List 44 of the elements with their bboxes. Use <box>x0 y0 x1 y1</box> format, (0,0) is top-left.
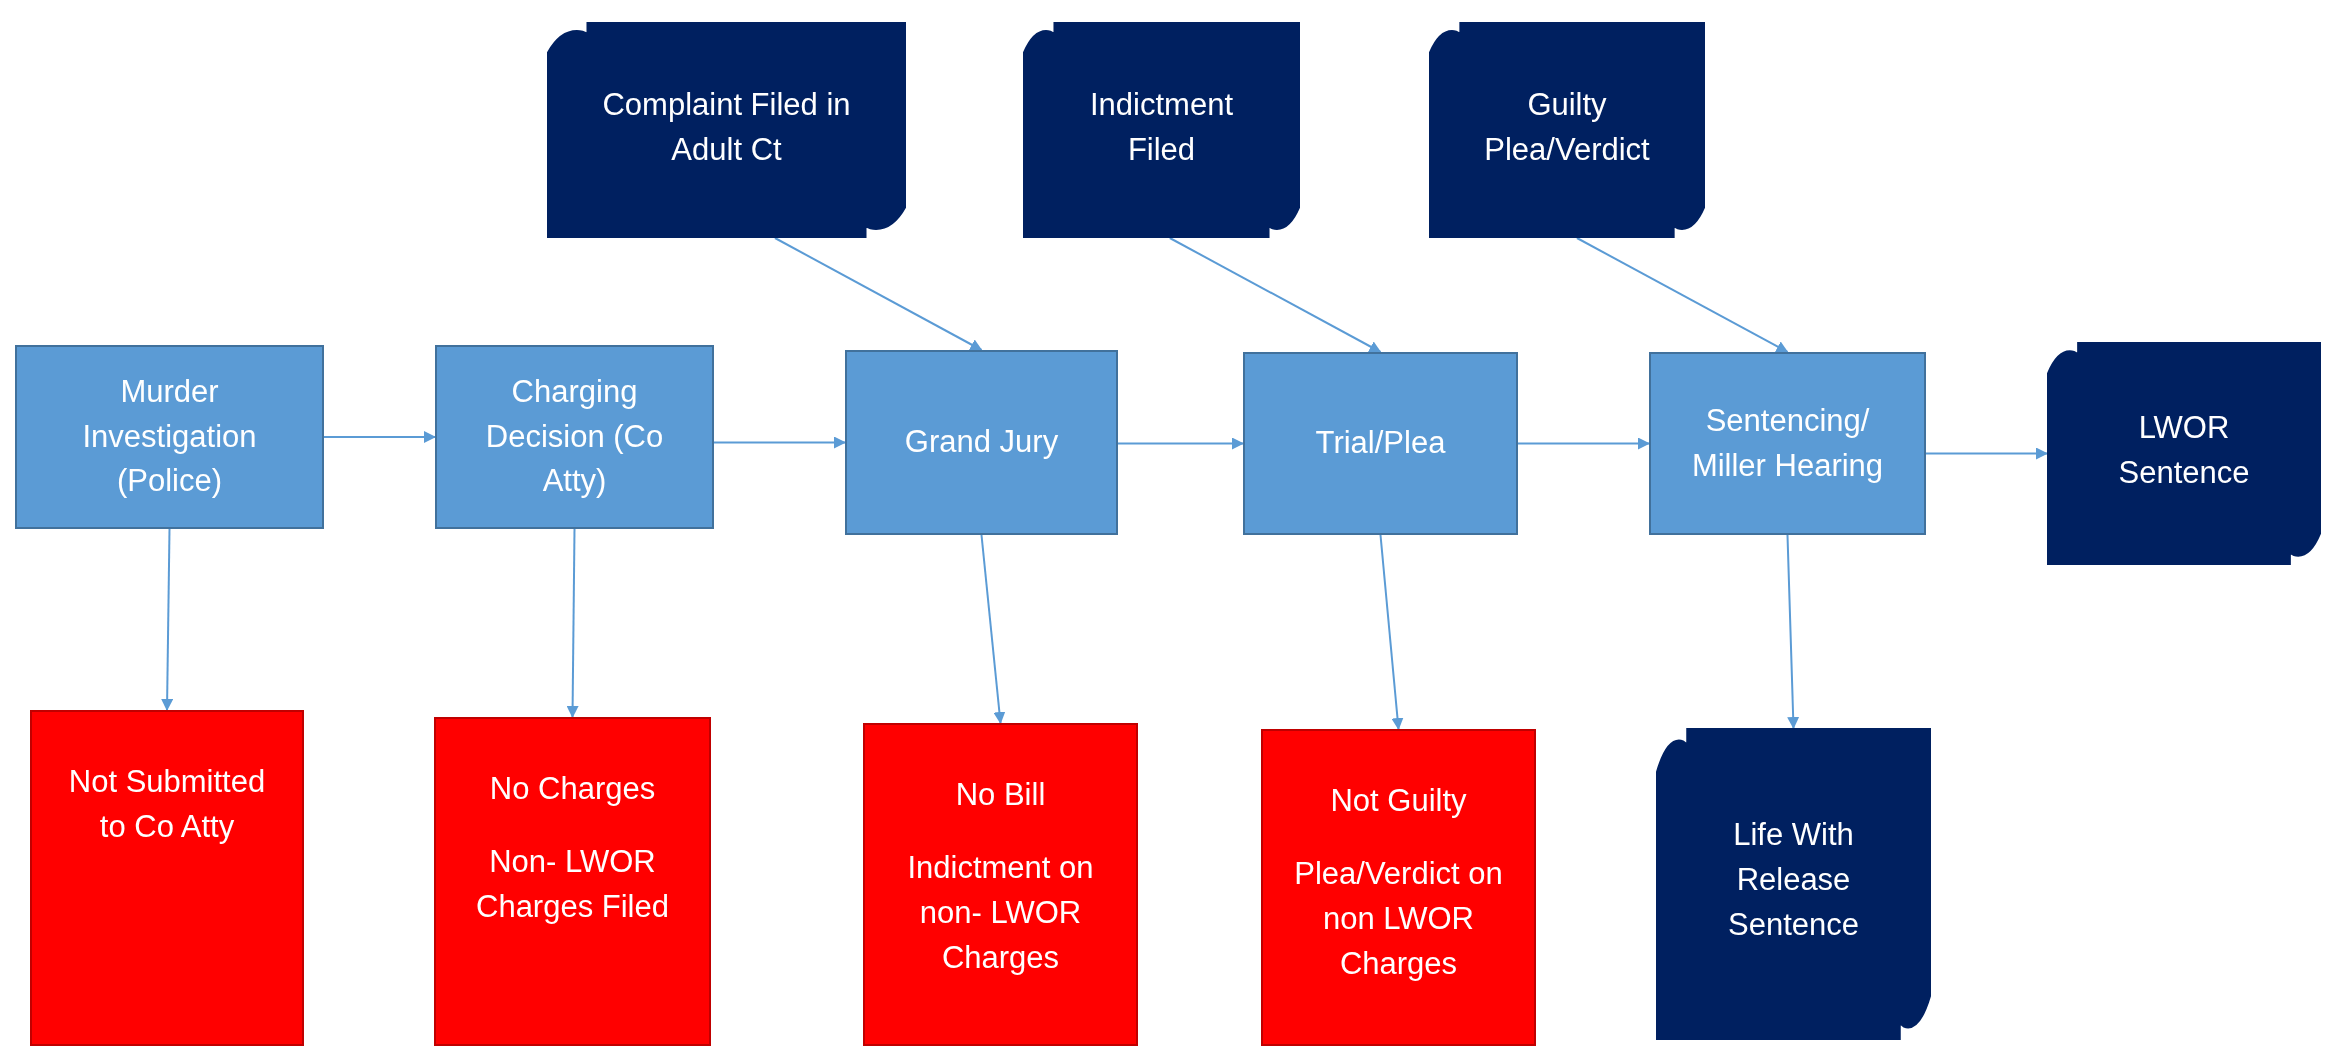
arrow <box>713 436 846 449</box>
arrow <box>1168 237 1382 353</box>
node-text: Trial/Plea <box>1315 424 1446 463</box>
arrow <box>566 528 579 718</box>
arrow <box>323 431 436 443</box>
arrow <box>1517 437 1650 450</box>
process-box <box>15 345 324 529</box>
node-text: No Bill <box>955 776 1046 814</box>
process-box <box>1243 352 1518 535</box>
node-text: Plea/Verdict on non LWOR Charges <box>1293 854 1504 983</box>
arrow <box>980 534 1006 724</box>
node-text: No Charges <box>489 770 656 808</box>
node-text: Not Submitted to Co Atty <box>67 763 267 846</box>
outcome-box <box>863 723 1138 1046</box>
node-text: Murder Investigation (Police) <box>81 372 258 501</box>
node-text: Grand Jury <box>904 423 1059 462</box>
outcome-box <box>1261 729 1536 1046</box>
process-box <box>435 345 714 529</box>
node-text: LWOR Sentence <box>2117 409 2251 493</box>
document-shape <box>2047 342 2321 565</box>
arrow <box>1575 237 1789 353</box>
node-text: Life With Release Sentence <box>1727 816 1860 945</box>
node-text: Non- LWOR Charges Filed <box>475 842 670 926</box>
arrow <box>1786 534 1800 729</box>
arrow <box>1379 534 1404 730</box>
outcome-box <box>30 710 304 1046</box>
node-text: Sentencing/ Miller Hearing <box>1691 401 1884 485</box>
node-text: Indictment Filed <box>1089 85 1234 169</box>
node-text: Charging Decision (Co Atty) <box>484 372 665 501</box>
document-shape <box>547 22 906 238</box>
arrow <box>1117 437 1244 450</box>
node-text: Not Guilty <box>1330 782 1467 820</box>
process-box <box>1649 352 1926 535</box>
outcome-box <box>434 717 711 1046</box>
process-box <box>845 350 1118 535</box>
arrow <box>773 237 983 351</box>
node-text: Indictment on non- LWOR Charges <box>906 848 1095 977</box>
arrow <box>1925 447 2048 460</box>
arrow <box>161 528 174 711</box>
node-text: Complaint Filed in Adult Ct <box>601 85 852 169</box>
node-text: Guilty Plea/Verdict <box>1483 85 1651 169</box>
document-shape <box>1656 728 1931 1040</box>
document-shape <box>1023 22 1300 238</box>
document-shape <box>1429 22 1705 238</box>
